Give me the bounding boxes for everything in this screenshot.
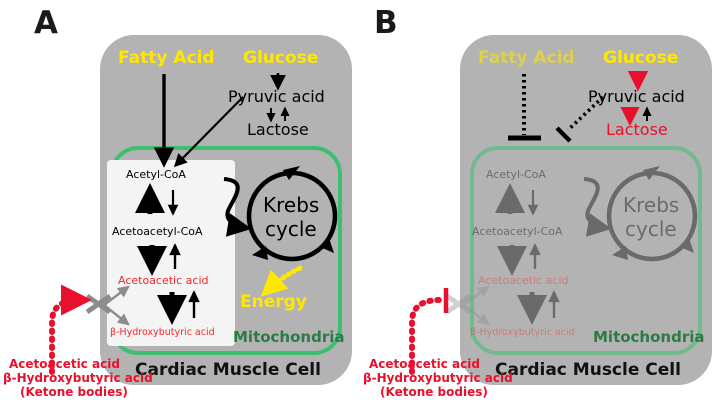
acetoacetyl-coa-label-a: Acetoacetyl-CoA — [112, 225, 203, 238]
transport-out-lower-b — [463, 304, 490, 326]
krebs-label-line1-b: Krebs — [623, 193, 680, 217]
panel-b-letter: B — [374, 5, 398, 41]
pyruvate-inhibition-bar-b — [555, 126, 572, 143]
acetylcoa-to-krebs-arrow-a — [223, 177, 252, 237]
panel-b-faded-pathway — [445, 166, 698, 326]
panel-a: A — [3, 5, 352, 399]
ketone-uptake-arrow-a — [49, 284, 92, 375]
panel-a-arrows — [49, 73, 338, 375]
fatty-acid-label-a: Fatty Acid — [118, 48, 215, 68]
transport-out-lower-a — [103, 304, 130, 326]
transporter-stroke-1-b — [445, 293, 472, 315]
panel-b-arrows — [409, 71, 652, 375]
acetyl-coa-label-a: Acetyl-CoA — [126, 168, 186, 181]
glucose-label-a: Glucose — [243, 48, 319, 68]
energy-arrow-a — [260, 265, 303, 297]
acetyl-coa-label-b: Acetyl-CoA — [486, 168, 546, 181]
mitochondria-label-a: Mitochondria — [233, 328, 345, 346]
external-ketone-line2-b: β-Hydroxybutyric acid — [363, 371, 513, 385]
external-ketone-line3-b: (Ketone bodies) — [380, 385, 488, 399]
transport-out-upper-a — [103, 285, 130, 306]
glucose-label-b: Glucose — [603, 48, 679, 68]
external-ketone-line1-b: Acetoacetic acid — [369, 357, 480, 371]
pyruvate-to-acetylcoa-arrow-a — [173, 96, 244, 168]
krebs-label-line1-a: Krebs — [263, 193, 320, 217]
energy-label-a: Energy — [240, 292, 307, 312]
transport-out-upper-b — [463, 285, 490, 306]
panel-a-letter: A — [34, 5, 58, 41]
acetoacetyl-coa-label-b: Acetoacetyl-CoA — [472, 225, 563, 238]
lactose-label-a: Lactose — [247, 120, 309, 139]
krebs-cycle-circle-a — [246, 166, 338, 262]
panel-b: B — [360, 0, 720, 407]
external-ketone-line2-a: β-Hydroxybutyric acid — [3, 371, 153, 385]
acetoacetic-acid-label-b: Acetoacetic acid — [478, 274, 569, 287]
external-ketone-line3-a: (Ketone bodies) — [20, 385, 128, 399]
pyruvic-acid-label-a: Pyruvic acid — [228, 87, 325, 106]
hydroxybutyric-acid-label-a: β-Hydroxybutyric acid — [110, 327, 215, 338]
panel-b-graphics — [470, 146, 702, 355]
acetoacetic-acid-label-a: Acetoacetic acid — [118, 274, 209, 287]
cardiac-muscle-cell-label-a: Cardiac Muscle Cell — [135, 360, 321, 380]
hydroxybutyric-acid-label-b: β-Hydroxybutyric acid — [470, 327, 575, 338]
ketone-uptake-line-b — [409, 297, 443, 375]
mitochondria-label-b: Mitochondria — [593, 328, 705, 346]
fatty-acid-label-b: Fatty Acid — [478, 48, 575, 68]
krebs-cycle-circle-b — [606, 166, 698, 262]
mitochondria-membrane-b — [470, 146, 702, 355]
acetylcoa-to-krebs-arrow-b — [583, 177, 612, 237]
lactose-label-b: Lactose — [606, 120, 668, 139]
krebs-label-line2-a: cycle — [265, 217, 317, 241]
transporter-stroke-2-b — [445, 293, 472, 315]
external-ketone-line1-a: Acetoacetic acid — [9, 357, 120, 371]
cardiac-muscle-cell-label-b: Cardiac Muscle Cell — [495, 360, 681, 380]
pyruvic-acid-label-b: Pyruvic acid — [588, 87, 685, 106]
pyruvate-inhibition-line-b — [566, 95, 605, 132]
krebs-label-line2-b: cycle — [625, 217, 677, 241]
